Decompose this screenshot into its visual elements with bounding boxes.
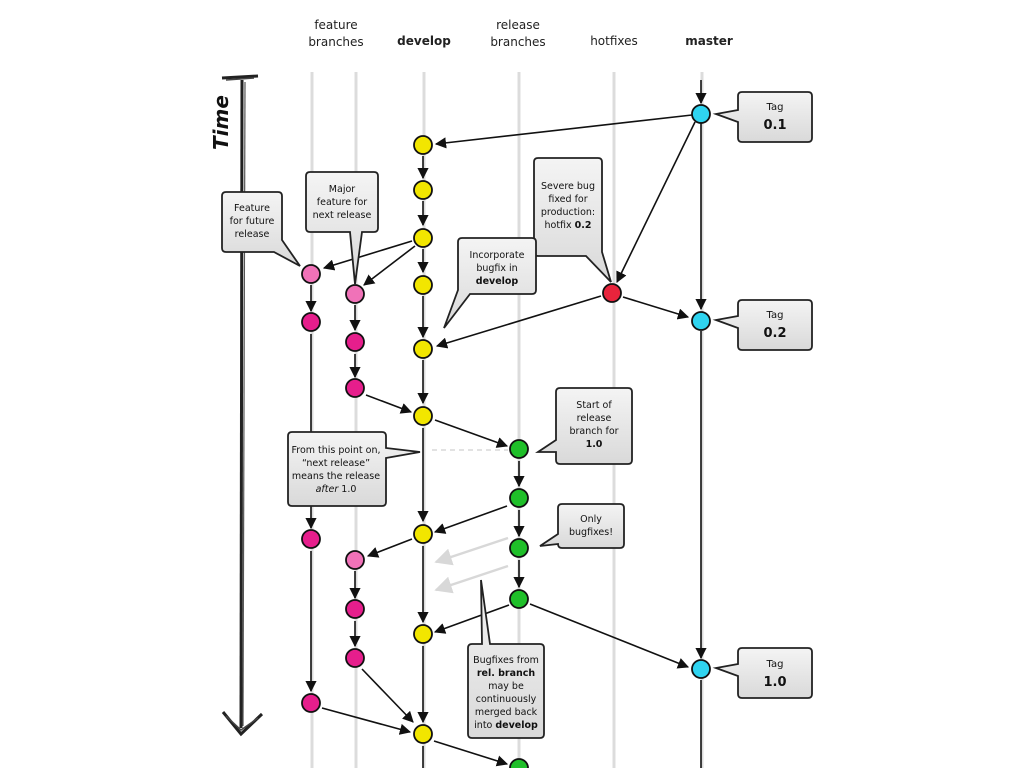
callout-next-release: From this point on, “next release” means… — [287, 431, 421, 507]
callout-bugfixes-merged-line4: continuously — [476, 694, 537, 705]
tag-0-2-label: Tag — [766, 310, 784, 321]
lane-label-release-line2: branches — [490, 35, 545, 49]
tag-callouts: Tag 0.1 Tag 0.2 Tag 1.0 — [712, 91, 813, 699]
callout-start-release-line3: branch for — [569, 426, 618, 437]
callout-next-release-line4: after 1.0 — [316, 484, 357, 495]
callout-feature-future-line2: for future — [230, 216, 275, 227]
feature-commit — [301, 529, 321, 549]
callout-major-feature-line2: feature for — [317, 197, 367, 208]
lane-label-develop: develop — [397, 34, 451, 48]
edges — [305, 80, 707, 768]
develop-commit — [413, 228, 433, 248]
master-commit — [691, 104, 711, 124]
master-commit — [691, 311, 711, 331]
callout-start-release-branch: Start of release branch for 1.0 — [535, 387, 633, 465]
callout-feature-future-release: Feature for future release — [221, 191, 301, 267]
time-label: Time — [209, 95, 233, 150]
callout-bugfixes-merged-line6: into develop — [474, 720, 538, 731]
develop-commit — [413, 624, 433, 644]
callout-severe-bug-line4: hotfix 0.2 — [544, 220, 591, 231]
callout-major-feature-line3: next release — [313, 210, 372, 221]
feature-commit — [345, 284, 365, 304]
feature-commit — [345, 648, 365, 668]
tag-0-1-label: Tag — [766, 102, 784, 113]
lane-label-feature-line2: branches — [308, 35, 363, 49]
master-commit — [691, 659, 711, 679]
lane-label-release-line1: release — [496, 18, 540, 32]
feature-commit — [345, 332, 365, 352]
tag-0-1: Tag 0.1 — [712, 91, 813, 143]
callout-severe-bug-line2: fixed for — [548, 194, 587, 205]
callout-major-feature: Major feature for next release — [305, 171, 379, 285]
tag-0-1-version: 0.1 — [763, 118, 786, 133]
lane-headers: feature branches develop release branche… — [308, 18, 733, 49]
callout-only-bugfixes-line1: Only — [580, 514, 602, 525]
develop-commit — [413, 524, 433, 544]
feature-commit — [345, 599, 365, 619]
callout-start-release-line2: release — [577, 413, 612, 424]
callout-bugfixes-merged-line2: rel. branch — [477, 668, 536, 679]
feature-commit — [301, 312, 321, 332]
callout-start-release-line1: Start of — [576, 400, 612, 411]
callout-next-release-line2: “next release” — [302, 458, 370, 469]
callout-bugfixes-merged-line5: merged back — [475, 707, 538, 718]
lane-label-master: master — [685, 34, 733, 48]
callout-bugfixes-merged: Bugfixes from rel. branch may be continu… — [467, 579, 545, 739]
callout-only-bugfixes-line2: bugfixes! — [569, 527, 613, 538]
commit-nodes — [301, 104, 711, 768]
tag-1-0-version: 1.0 — [763, 675, 786, 690]
release-commit — [509, 538, 529, 558]
feature-commit — [345, 550, 365, 570]
feature-commit — [301, 264, 321, 284]
callout-severe-bug: Severe bug fixed for production: hotfix … — [533, 157, 612, 283]
develop-commit — [413, 180, 433, 200]
callout-next-release-line1: From this point on, — [291, 445, 380, 456]
callout-start-release-line4: 1.0 — [586, 439, 603, 450]
callout-bugfixes-merged-line3: may be — [488, 681, 524, 692]
release-commit — [509, 488, 529, 508]
develop-commit — [413, 406, 433, 426]
callout-incorporate-line2: bugfix in — [476, 263, 517, 274]
tag-0-2: Tag 0.2 — [712, 299, 813, 351]
callout-feature-future-line3: release — [235, 229, 270, 240]
hotfix-commit — [602, 283, 622, 303]
callout-major-feature-line1: Major — [329, 184, 355, 195]
develop-commit — [413, 339, 433, 359]
callout-incorporate-line3: develop — [476, 276, 519, 287]
callout-feature-future-line1: Feature — [234, 203, 270, 214]
callouts: Feature for future release Major feature… — [221, 157, 633, 739]
feature-commit — [345, 378, 365, 398]
tag-1-0-label: Tag — [766, 659, 784, 670]
tag-0-2-version: 0.2 — [763, 326, 786, 341]
develop-commit — [413, 275, 433, 295]
release-commit — [509, 439, 529, 459]
develop-commit — [413, 724, 433, 744]
feature-commit — [301, 693, 321, 713]
lane-label-feature-line1: feature — [314, 18, 357, 32]
callout-incorporate-line1: Incorporate — [470, 250, 525, 261]
callout-bugfixes-merged-line1: Bugfixes from — [473, 655, 539, 666]
callout-severe-bug-line3: production: — [541, 207, 595, 218]
release-commit — [509, 589, 529, 609]
callout-incorporate-bugfix: Incorporate bugfix in develop — [443, 237, 537, 329]
develop-commit — [413, 135, 433, 155]
callout-next-release-line3: means the release — [292, 471, 380, 482]
tag-1-0: Tag 1.0 — [712, 647, 813, 699]
release-commit — [509, 758, 529, 768]
callout-only-bugfixes: Only bugfixes! — [539, 503, 625, 549]
lane-label-hotfixes: hotfixes — [590, 34, 638, 48]
grey-merge-arrows — [432, 449, 509, 594]
time-axis: Time — [209, 74, 264, 737]
callout-severe-bug-line1: Severe bug — [541, 181, 595, 192]
